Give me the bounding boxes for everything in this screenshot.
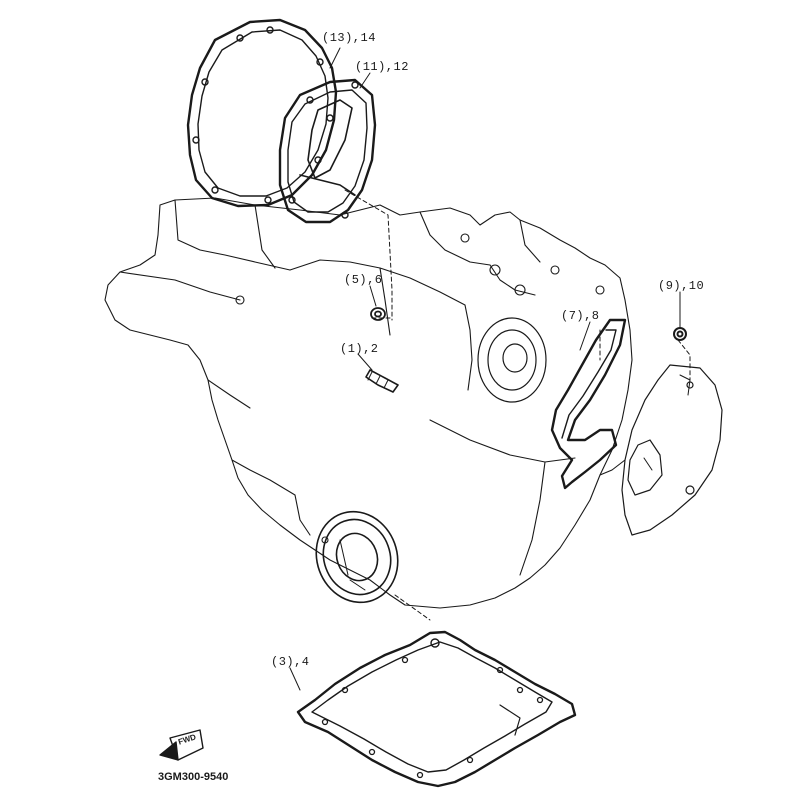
crankshaft-bore — [477, 317, 547, 403]
callout-13-14: (13),14 — [322, 31, 376, 45]
oil-pump-cover-gasket — [278, 78, 377, 224]
washer-9-10 — [673, 327, 687, 341]
callout-5-6: (5),6 — [344, 273, 383, 287]
generator-cover — [621, 364, 723, 536]
crankcase-outline — [104, 197, 633, 609]
right-cover-gasket — [550, 318, 627, 490]
oil-seal — [315, 510, 399, 604]
crankcase-cover-gasket — [186, 18, 338, 208]
dowel-pin-1-2 — [365, 369, 399, 393]
callout-9-10: (9),10 — [658, 279, 705, 293]
part-number: 3GM300-9540 — [158, 771, 229, 783]
callout-11-12: (11),12 — [355, 60, 409, 74]
oil-pan-gasket — [296, 630, 577, 788]
assembly-lines — [344, 189, 691, 621]
fwd-arrow-icon — [159, 729, 204, 761]
washer-5-6 — [370, 307, 386, 321]
callout-7-8: (7),8 — [561, 309, 600, 323]
callout-3-4: (3),4 — [271, 655, 310, 669]
callout-1-2: (1),2 — [340, 342, 379, 356]
leader-lines — [289, 47, 681, 691]
